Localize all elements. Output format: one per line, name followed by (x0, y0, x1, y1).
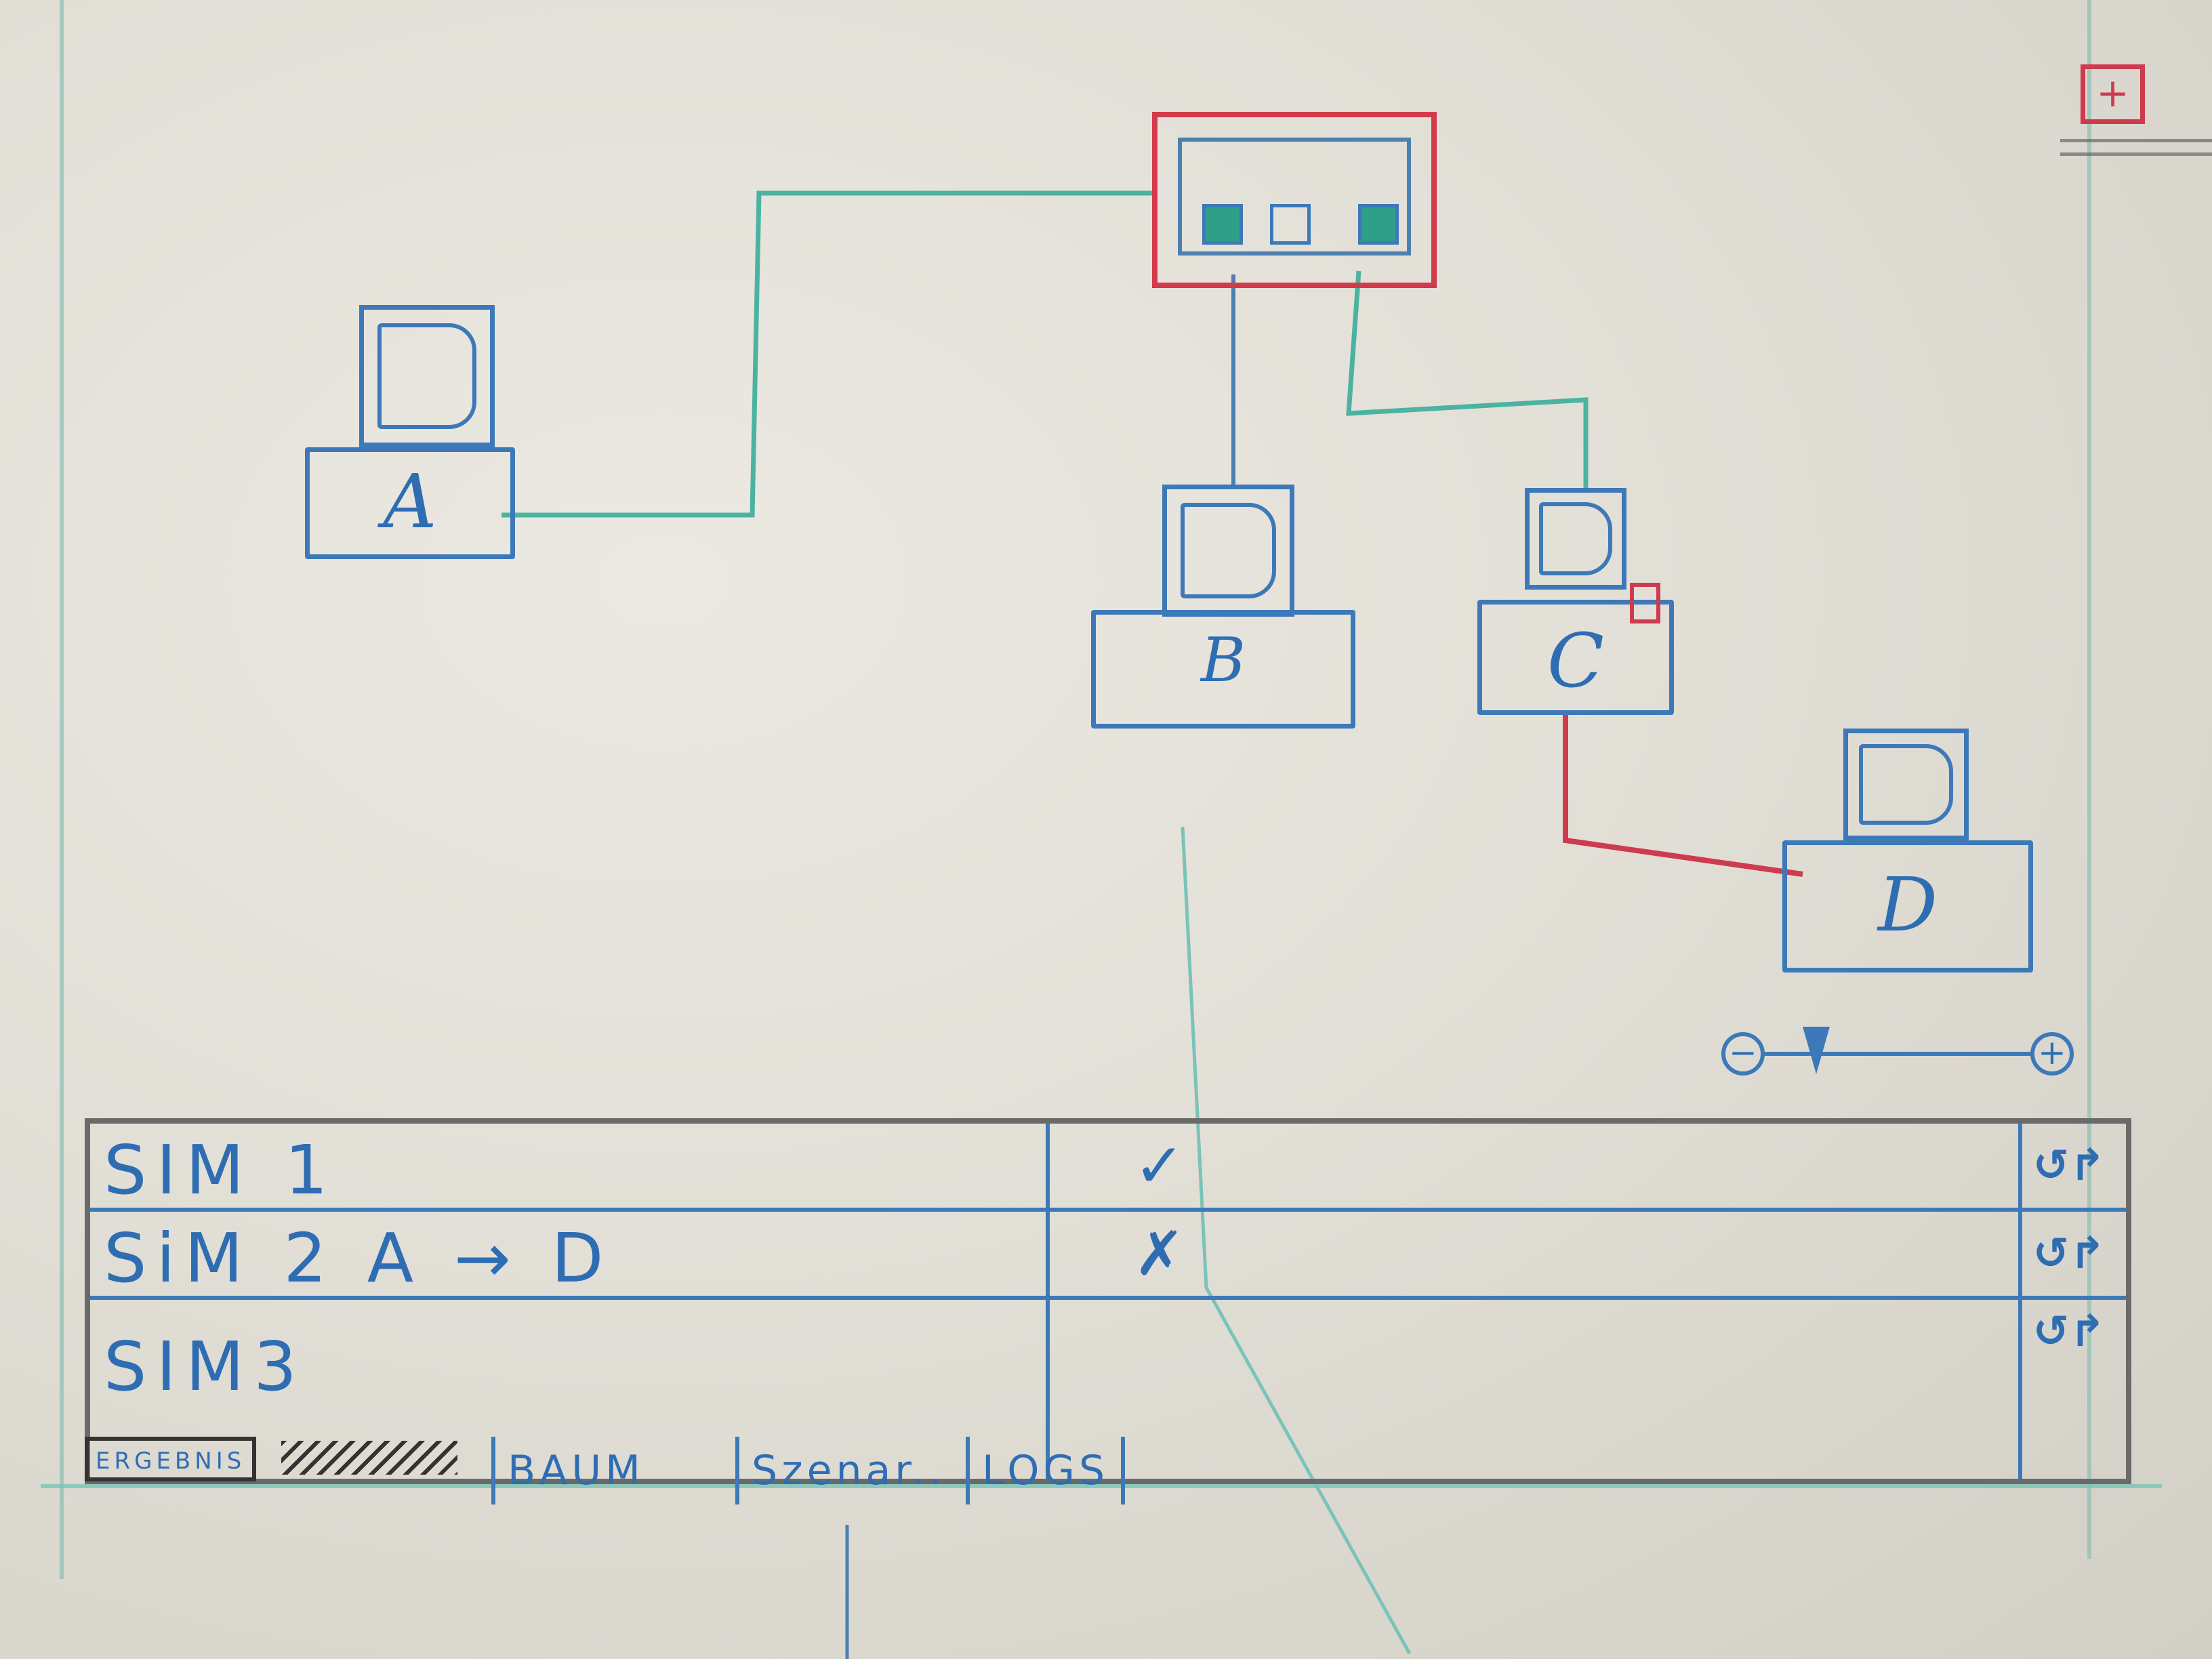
tab-baum[interactable]: BAUM (491, 1437, 644, 1504)
wire-c-d (1563, 712, 1803, 877)
divider-sketch-line (1181, 826, 1412, 1655)
wire-a-switch (501, 190, 1152, 518)
zoom-out-button[interactable]: − (1721, 1032, 1765, 1076)
warning-cube-icon[interactable] (1630, 583, 1660, 623)
top-right-rule (2060, 152, 2212, 156)
node-b-label: B (1200, 625, 1246, 696)
action-column-divider (2018, 1124, 2022, 1479)
zoom-track[interactable] (1762, 1052, 2033, 1056)
frame-right-border (2087, 0, 2091, 1559)
rerun-icon[interactable]: ↺↱ (2032, 1141, 2106, 1191)
node-b[interactable]: B (1091, 485, 1362, 742)
switch-port-1[interactable] (1202, 204, 1243, 245)
tab-szenario[interactable]: Szenar.. (735, 1437, 946, 1504)
status-column-divider (1046, 1124, 1050, 1479)
switch-port-2[interactable] (1270, 204, 1311, 245)
simulation-row[interactable]: SIM 1 ✓ ↺↱ (90, 1124, 2126, 1212)
zoom-slider[interactable]: − + (1721, 1027, 2074, 1081)
network-switch[interactable] (1152, 112, 1437, 288)
top-right-rule (2060, 139, 2212, 142)
monitor-icon (359, 305, 495, 447)
node-d-label: D (1877, 861, 1938, 948)
node-a-label: A (383, 458, 437, 545)
tab-ergebnis[interactable]: ERGEBNIS (85, 1437, 257, 1481)
zoom-in-button[interactable]: + (2030, 1032, 2074, 1076)
simulation-list-panel: SIM 1 ✓ ↺↱ SiM 2 A → D ✗ ↺↱ SIM3 ↺↱ (85, 1118, 2131, 1484)
simulation-name: SIM3 (104, 1327, 306, 1406)
tab-logs[interactable]: LOGS (966, 1437, 1126, 1504)
simulation-name: SiM 2 A → D (104, 1218, 613, 1298)
zoom-thumb[interactable] (1803, 1027, 1830, 1074)
computer-a-body (305, 447, 515, 559)
node-c-label: C (1547, 617, 1605, 704)
monitor-icon (1843, 729, 1969, 840)
bottom-tab-bar: ERGEBNIS BAUM Szenar.. LOGS (85, 1437, 1169, 1518)
simulation-name: SIM 1 (104, 1130, 337, 1210)
switch-port-3[interactable] (1358, 204, 1399, 245)
wire-switch-c (1346, 270, 1589, 488)
simulation-row[interactable]: SIM3 ↺↱ (90, 1300, 2126, 1429)
rerun-icon[interactable]: ↺↱ (2032, 1307, 2106, 1357)
switch-body (1178, 138, 1411, 255)
success-icon: ✓ (1134, 1130, 1185, 1202)
monitor-icon (1525, 488, 1626, 590)
rerun-icon[interactable]: ↺↱ (2032, 1229, 2106, 1279)
node-c[interactable]: C (1477, 488, 1681, 718)
computer-c-body (1477, 600, 1674, 715)
failure-icon: ✗ (1134, 1218, 1185, 1290)
computer-d-body (1782, 840, 2033, 972)
computer-b-body (1091, 610, 1355, 729)
tab-placeholder-hatched (281, 1441, 457, 1475)
frame-left-border (60, 0, 64, 1579)
monitor-icon (1162, 485, 1294, 617)
add-button[interactable]: + (2081, 64, 2145, 124)
frame-bottom-border (41, 1484, 2162, 1488)
simulation-row[interactable]: SiM 2 A → D ✗ ↺↱ (90, 1212, 2126, 1300)
node-d[interactable]: D (1782, 729, 2040, 979)
node-a[interactable]: A (305, 305, 529, 562)
